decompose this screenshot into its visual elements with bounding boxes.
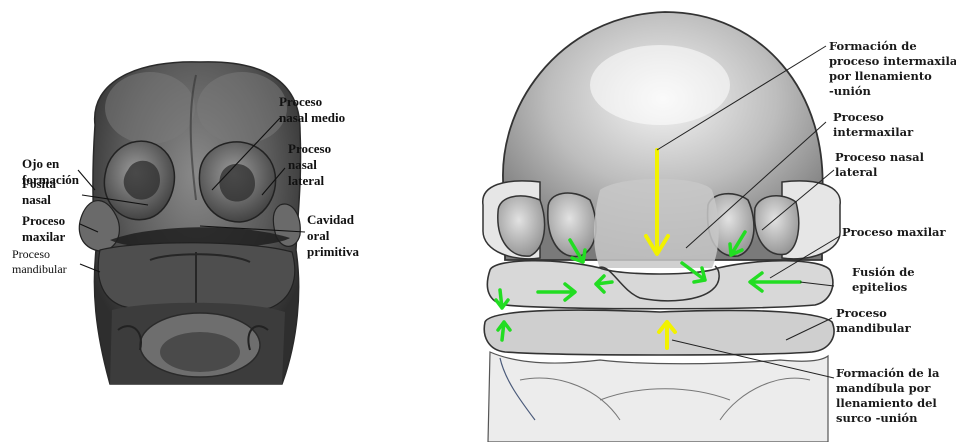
label-proceso-maxilar-right: Proceso maxilar [842,225,947,239]
left-embryo-illustration [79,62,300,384]
label-formacion-mandibula: Formación de la mandíbula por llenamient… [836,366,944,425]
label-proceso-nasal-medio: Proceso nasal medio [279,94,345,125]
label-proceso-mandibular-right: Proceso mandibular [836,306,912,335]
label-cavidad-oral-primitiva: Cavidad oral primitiva [307,212,359,259]
label-proceso-mandibular-left: Proceso mandibular [12,247,67,276]
label-proceso-nasal-lateral-right: Proceso nasal lateral [835,150,928,179]
label-fusion-de-epitelios: Fusión de epitelios [852,265,919,294]
label-proceso-nasal-lateral-left: Proceso nasal lateral [288,141,334,188]
right-embryo-illustration [483,12,840,442]
label-fosita-nasal: Fosita nasal [22,176,59,207]
label-proceso-maxilar-left: Proceso maxilar [22,213,68,244]
label-proceso-intermaxilar: Proceso intermaxilar [833,110,914,139]
label-formacion-intermaxilar: Formación de proceso intermaxilar por ll… [829,39,956,98]
